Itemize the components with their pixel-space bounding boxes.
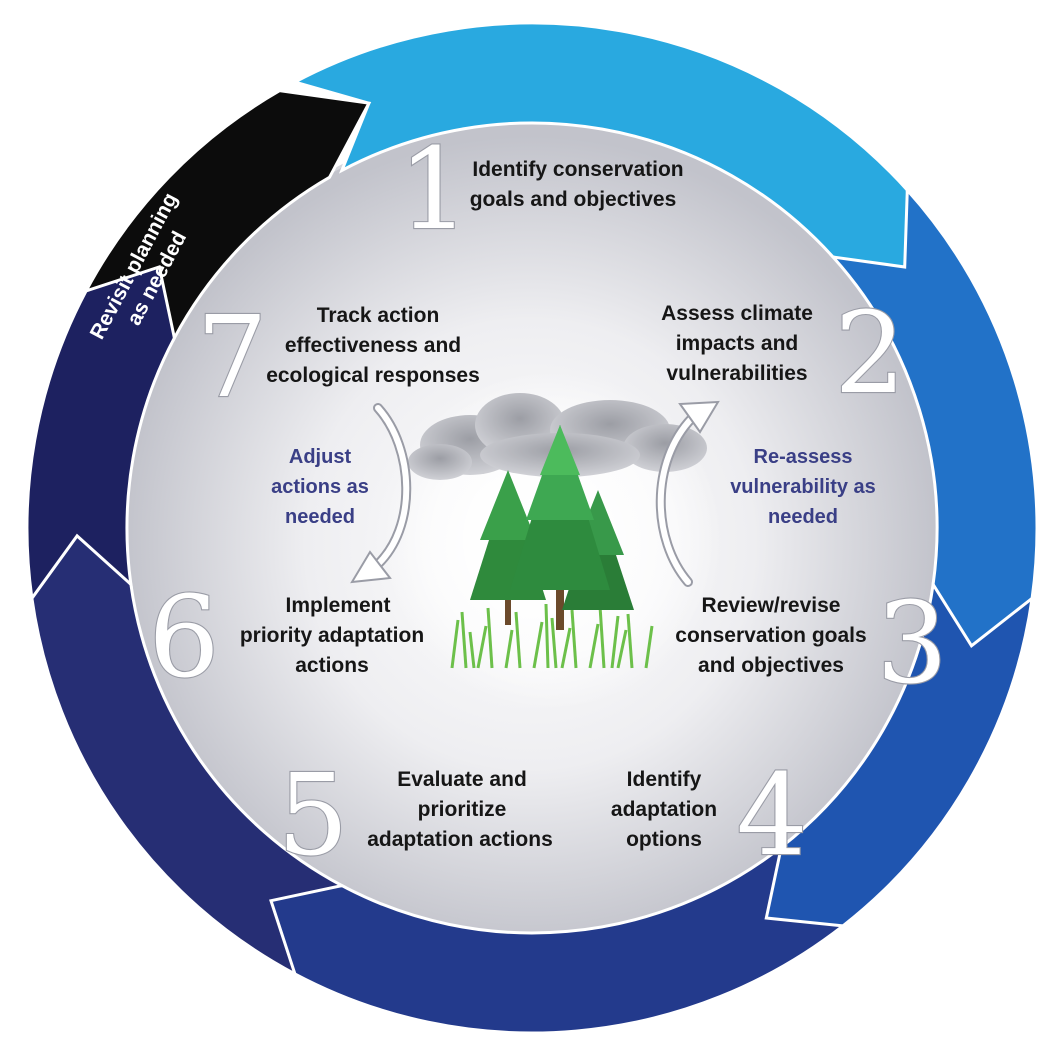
tree-icon <box>470 425 634 630</box>
step-2-line-1: Assess climate <box>661 302 813 325</box>
cloud-icon <box>408 393 707 480</box>
step-1-line-2: goals and objectives <box>470 188 677 211</box>
step-5-line-3: adaptation actions <box>367 828 553 851</box>
step-4-number: 4 <box>736 751 807 881</box>
adjust-label: Adjust actions as needed <box>271 446 369 528</box>
reassess-line-2: vulnerability as <box>730 476 876 498</box>
forest-illustration <box>382 370 722 710</box>
step-4-label: Identify adaptation options <box>611 768 717 851</box>
adjust-curved-arrow-inner <box>373 405 410 569</box>
step-2-line-3: vulnerabilities <box>666 362 807 385</box>
adjust-line-1: Adjust <box>289 446 352 468</box>
step-5-line-1: Evaluate and <box>397 768 527 791</box>
reassess-line-1: Re-assess <box>754 446 853 468</box>
step-3-number: 3 <box>876 579 947 709</box>
step-1-number: 1 <box>398 125 469 255</box>
step-7-line-2: effectiveness and <box>285 334 461 357</box>
step-7-line-1: Track action <box>317 304 440 327</box>
step-1-label: Identify conservation goals and objectiv… <box>470 158 684 211</box>
step-6-line-2: priority adaptation <box>240 624 424 647</box>
step-5-number: 5 <box>277 751 348 881</box>
step-4-line-3: options <box>626 828 702 851</box>
grass-icon <box>450 603 654 669</box>
step-3-line-3: and objectives <box>698 654 844 677</box>
step-2-number: 2 <box>834 289 905 419</box>
step-3-line-2: conservation goals <box>675 624 866 647</box>
step-5-label: Evaluate and prioritize adaptation actio… <box>367 768 553 851</box>
step-2-line-2: impacts and <box>676 332 799 355</box>
reassess-line-3: needed <box>768 506 838 528</box>
cycle-arrow-black <box>83 89 372 343</box>
step-6-number: 6 <box>148 573 219 703</box>
reassess-curved-arrow-inner <box>657 415 695 585</box>
reassess-arrowhead <box>678 400 720 434</box>
adjust-arrowhead <box>350 550 392 584</box>
cycle-arrows <box>25 21 1039 1035</box>
step-6-line-1: Implement <box>285 594 390 617</box>
step-3-line-1: Review/revise <box>702 594 841 617</box>
reassess-label: Re-assess vulnerability as needed <box>730 446 876 528</box>
adjust-line-3: needed <box>285 506 355 528</box>
step-4-line-1: Identify <box>627 768 702 791</box>
adjust-line-2: actions as <box>271 476 369 498</box>
step-4-line-2: adaptation <box>611 798 717 821</box>
step-7-number: 7 <box>196 293 267 423</box>
step-3-label: Review/revise conservation goals and obj… <box>675 594 866 677</box>
step-5-line-2: prioritize <box>418 798 507 821</box>
step-7-line-3: ecological responses <box>266 364 480 387</box>
step-2-label: Assess climate impacts and vulnerabiliti… <box>661 302 813 385</box>
step-7-label: Track action effectiveness and ecologica… <box>266 304 480 387</box>
step-1-line-1: Identify conservation <box>472 158 683 181</box>
step-6-label: Implement priority adaptation actions <box>240 594 424 677</box>
step-6-line-3: actions <box>295 654 369 677</box>
